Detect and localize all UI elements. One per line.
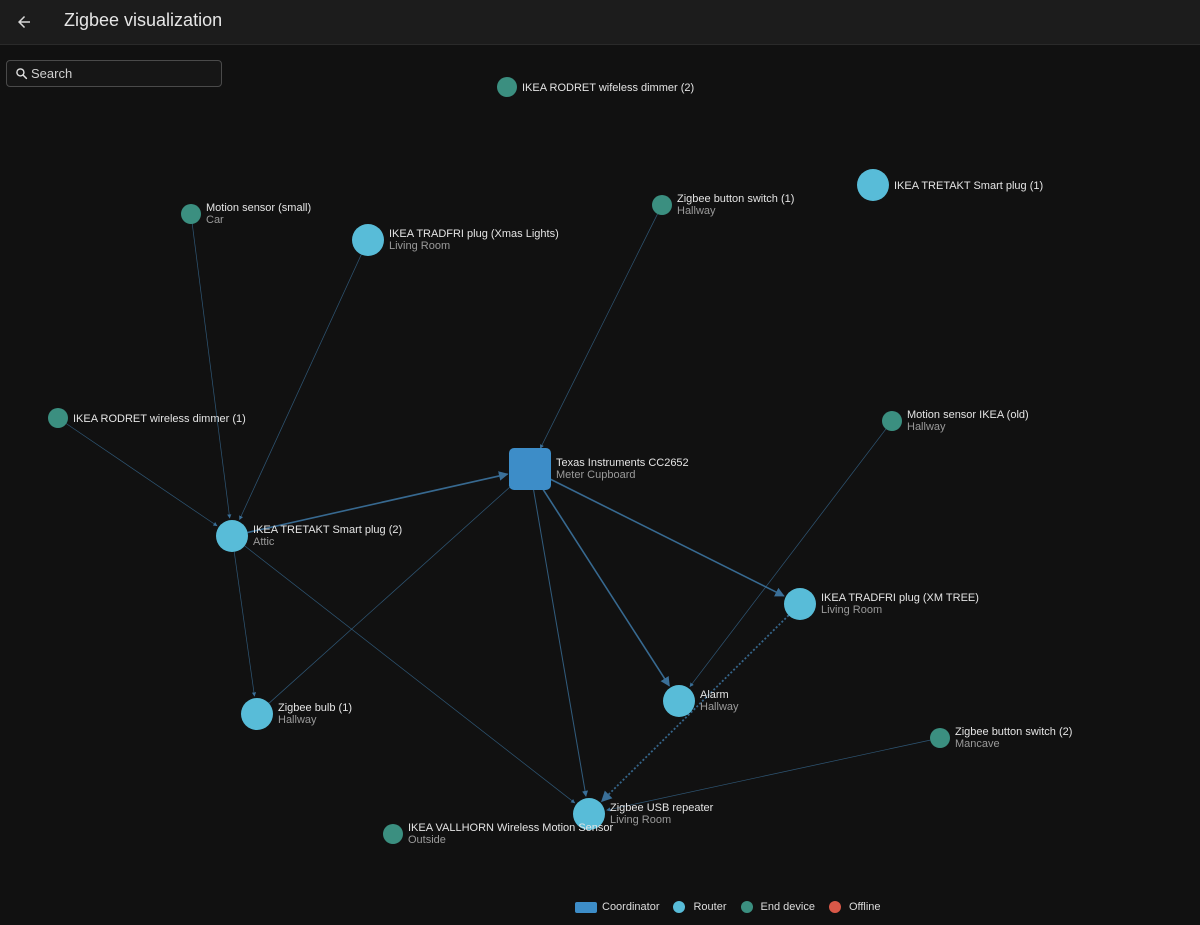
node-name-label: Zigbee USB repeater (610, 802, 714, 814)
legend-item-end-device: End device (740, 901, 815, 913)
page-title: Zigbee visualization (64, 10, 223, 30)
back-button[interactable] (10, 8, 38, 36)
router-node-marker[interactable] (573, 798, 605, 830)
graph-node-tretakt2[interactable]: IKEA TRETAKT Smart plug (2)Attic (216, 520, 402, 552)
node-area-label: Living Room (389, 240, 450, 252)
graph-node-rodret2[interactable]: IKEA RODRET wifeless dimmer (2) (497, 77, 694, 97)
node-name-label: IKEA TRADFRI plug (Xmas Lights) (389, 228, 559, 240)
link-bulb1-coord (268, 484, 514, 704)
end-device-node-marker[interactable] (882, 411, 902, 431)
legend-label: Offline (848, 901, 881, 913)
coordinator-node-marker[interactable] (509, 448, 551, 490)
legend-item-offline: Offline (828, 901, 881, 913)
link-motion_small-tretakt2 (191, 223, 232, 519)
node-area-label: Outside (408, 834, 446, 846)
graph-node-vallhorn[interactable]: IKEA VALLHORN Wireless Motion SensorOuts… (383, 822, 614, 846)
legend-item-coordinator: Coordinator (575, 901, 659, 913)
arrow-left-icon (18, 16, 30, 28)
node-area-label: Meter Cupboard (556, 469, 636, 481)
node-name-label: Motion sensor (small) (206, 202, 311, 214)
end-device-node-marker[interactable] (48, 408, 68, 428)
end-device-node-marker[interactable] (930, 728, 950, 748)
search-box[interactable] (6, 60, 222, 87)
legend-label: Coordinator (602, 901, 660, 913)
node-area-label: Hallway (278, 714, 317, 726)
node-name-label: Alarm (700, 689, 729, 701)
router-node-marker[interactable] (857, 169, 889, 201)
link-xmtree-repeater (600, 614, 790, 803)
link-coord-alarm (540, 486, 670, 687)
coordinator-swatch (575, 901, 597, 913)
graph-node-rodret1[interactable]: IKEA RODRET wireless dimmer (1) (48, 408, 246, 428)
offline-swatch (828, 901, 841, 913)
router-swatch (673, 901, 686, 913)
node-name-label: Texas Instruments CC2652 (556, 457, 689, 469)
end-device-node-marker[interactable] (181, 204, 201, 224)
node-area-label: Hallway (677, 205, 716, 217)
node-name-label: Zigbee button switch (1) (677, 193, 794, 205)
legend: Coordinator Router End device Offline (575, 899, 895, 915)
end-device-node-marker[interactable] (497, 77, 517, 97)
graph-node-xmas[interactable]: IKEA TRADFRI plug (Xmas Lights)Living Ro… (352, 224, 559, 256)
node-area-label: Car (206, 214, 224, 226)
node-name-label: IKEA TRETAKT Smart plug (2) (253, 524, 402, 536)
node-area-label: Attic (253, 536, 275, 548)
node-area-label: Living Room (821, 604, 882, 616)
end-device-node-marker[interactable] (383, 824, 403, 844)
node-area-label: Mancave (955, 738, 1000, 750)
router-node-marker[interactable] (352, 224, 384, 256)
router-node-marker[interactable] (216, 520, 248, 552)
node-name-label: IKEA VALLHORN Wireless Motion Sensor (408, 822, 614, 834)
link-motion_ikea-alarm (689, 428, 887, 688)
legend-label: End device (760, 901, 815, 913)
link-tretakt2-repeater (244, 545, 576, 804)
search-icon (14, 67, 28, 81)
router-node-marker[interactable] (241, 698, 273, 730)
top-app-bar: Zigbee visualization (0, 0, 1200, 45)
links-layer (66, 213, 931, 812)
graph-node-btn1[interactable]: Zigbee button switch (1)Hallway (652, 193, 794, 217)
graph-node-motion_ikea[interactable]: Motion sensor IKEA (old)Hallway (882, 409, 1029, 433)
node-area-label: Hallway (700, 701, 739, 713)
node-name-label: IKEA RODRET wireless dimmer (1) (73, 413, 246, 425)
end-device-node-marker[interactable] (652, 195, 672, 215)
node-name-label: Zigbee button switch (2) (955, 726, 1072, 738)
link-coord-repeater (533, 489, 589, 797)
node-name-label: IKEA TRADFRI plug (XM TREE) (821, 592, 979, 604)
node-name-label: IKEA TRETAKT Smart plug (1) (894, 180, 1043, 192)
link-tretakt2-bulb1 (233, 551, 257, 697)
graph-node-xmtree[interactable]: IKEA TRADFRI plug (XM TREE)Living Room (784, 588, 979, 620)
node-name-label: Zigbee bulb (1) (278, 702, 352, 714)
legend-label: Router (693, 901, 727, 913)
node-name-label: IKEA RODRET wifeless dimmer (2) (522, 82, 694, 94)
end-device-swatch (740, 901, 753, 913)
link-btn2-repeater (606, 739, 931, 812)
node-name-label: Motion sensor IKEA (old) (907, 409, 1029, 421)
node-area-label: Living Room (610, 814, 671, 826)
link-xmas-tretakt2 (239, 254, 362, 521)
link-tretakt2-coord (247, 471, 509, 534)
router-node-marker[interactable] (663, 685, 695, 717)
graph-node-btn2[interactable]: Zigbee button switch (2)Mancave (930, 726, 1072, 750)
link-coord-xmtree (548, 477, 785, 597)
legend-item-router: Router (673, 901, 727, 913)
graph-node-motion_small[interactable]: Motion sensor (small)Car (181, 202, 311, 226)
graph-node-tretakt1[interactable]: IKEA TRETAKT Smart plug (1) (857, 169, 1043, 201)
link-rodret1-tretakt2 (66, 423, 218, 527)
link-btn1-coord (539, 213, 658, 449)
node-area-label: Hallway (907, 421, 946, 433)
graph-node-bulb1[interactable]: Zigbee bulb (1)Hallway (241, 698, 352, 730)
router-node-marker[interactable] (784, 588, 816, 620)
search-input[interactable] (28, 61, 221, 86)
